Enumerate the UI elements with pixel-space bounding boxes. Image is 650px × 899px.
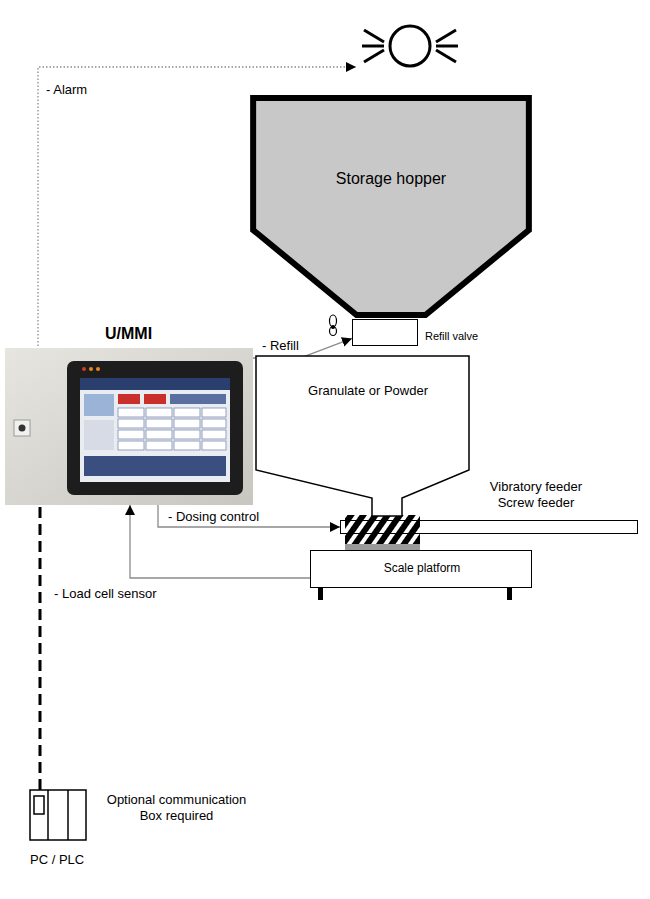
scale-platform: Scale platform	[310, 550, 532, 588]
dosing-hopper-shape	[256, 356, 469, 516]
storage-hopper: Storage hopper	[250, 95, 532, 320]
alarm-light	[362, 26, 458, 66]
plc-name: PC / PLC	[30, 852, 84, 868]
plc-symbol	[30, 790, 86, 840]
operator-panel: U/MMI	[5, 348, 253, 505]
hopper-content: Granulate or Powder	[307, 383, 429, 399]
feeder-name: Vibratory feeder Screw feeder	[476, 479, 596, 510]
feeder-bar: Vibratory feeder Screw feeder	[340, 520, 638, 534]
signal-label: - Load cell sensor	[52, 586, 159, 602]
panel-name: U/MMI	[105, 324, 152, 343]
plc-note: Optional communication Box required	[94, 792, 259, 823]
signal-label: - Refill	[260, 338, 301, 354]
signal-connector	[130, 505, 310, 578]
refill-fan	[330, 315, 337, 336]
scale-leg	[507, 588, 512, 600]
refill-valve: Refill valve	[352, 319, 418, 346]
dosing-hopper: Granulate or Powder	[255, 355, 470, 517]
storage-hopper-shape	[253, 98, 529, 315]
valve-name: Refill valve	[425, 330, 478, 343]
hopper-name: Storage hopper	[250, 169, 532, 188]
signal-label: - Alarm	[44, 82, 89, 98]
signal-connector	[39, 505, 42, 790]
dosing-hopper-outline	[255, 355, 470, 517]
panel-photo	[5, 348, 253, 505]
signal-connector	[253, 338, 352, 358]
signal-connector	[158, 505, 340, 527]
storage-hopper-outline	[250, 95, 532, 320]
signal-label: - Dosing control	[166, 509, 261, 525]
scale-leg	[318, 588, 323, 600]
scale-name: Scale platform	[311, 561, 533, 575]
plc-box: Optional communication Box requiredPC / …	[30, 790, 86, 840]
